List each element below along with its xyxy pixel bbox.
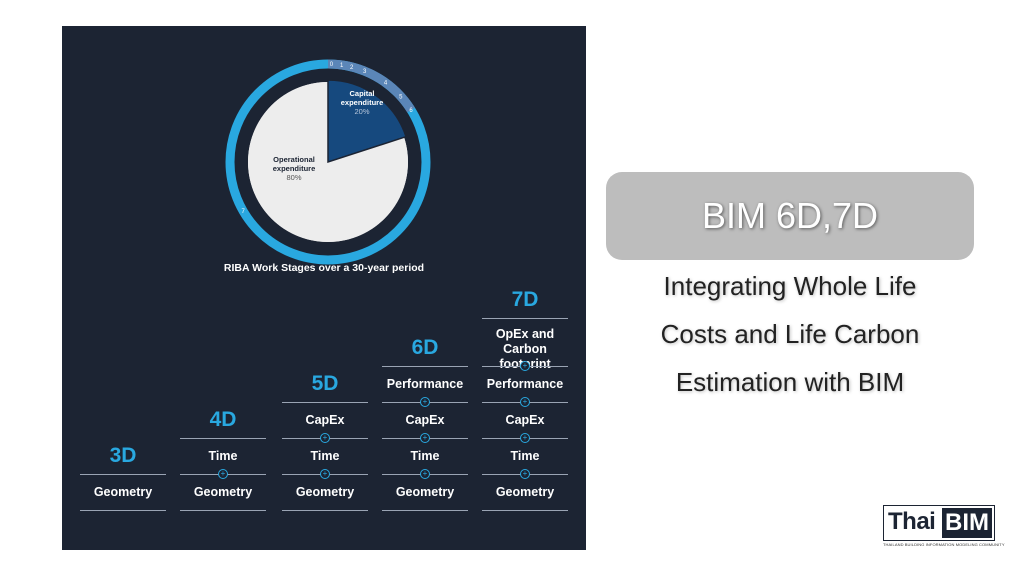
column-rule	[180, 438, 266, 439]
slide-subtitle: Integrating Whole Life Costs and Life Ca…	[606, 262, 974, 406]
plus-icon: +	[320, 469, 330, 479]
riba-stage-label: 4	[384, 81, 388, 87]
column-item: Time	[310, 448, 340, 463]
logo-tagline: THAILAND BUILDING INFORMATION MODELING C…	[883, 542, 1005, 547]
column-item: Time	[510, 448, 540, 463]
dimension-column-4d: 4D Time + Geometry	[180, 26, 266, 550]
capex-value: 20%	[354, 107, 369, 116]
plus-icon: +	[520, 361, 530, 371]
dimension-column-3d: 3D Geometry	[80, 26, 166, 550]
plus-icon: +	[420, 469, 430, 479]
plus-icon: +	[420, 397, 430, 407]
opex-label: expenditure	[273, 164, 316, 173]
dimension-column-6d: 6D Performance + CapEx + Time + Geometry	[382, 26, 468, 550]
logo-thai-text: Thai	[888, 508, 936, 535]
subtitle-line-2: Costs and Life Carbon	[660, 319, 920, 349]
dimension-column-5d: 5D CapEx + Time + Geometry	[282, 26, 368, 550]
column-item: Geometry	[295, 484, 355, 499]
riba-caption: RIBA Work Stages over a 30-year period	[223, 262, 425, 274]
column-item: CapEx	[405, 412, 445, 427]
logo-box: Thai BIM	[883, 505, 995, 541]
slide-title: BIM 6D,7D	[701, 195, 879, 236]
dimension-label: 6D	[411, 336, 439, 359]
riba-stage-label: 5	[399, 94, 403, 100]
column-rule	[80, 474, 166, 475]
logo-bim-text: BIM	[942, 508, 992, 538]
column-rule	[282, 402, 368, 403]
column-item: CapEx	[505, 412, 545, 427]
dimension-label: 5D	[311, 372, 339, 395]
plus-icon: +	[520, 469, 530, 479]
column-item: Performance	[386, 376, 464, 391]
riba-stage-label: 7	[241, 209, 245, 215]
dimension-label: 7D	[511, 288, 539, 311]
riba-stage-label: 2	[350, 65, 354, 71]
column-item: Time	[208, 448, 238, 463]
subtitle-line-3: Estimation with BIM	[675, 367, 905, 397]
column-rule	[482, 510, 568, 511]
column-rule	[382, 366, 468, 367]
riba-stage-label: 1	[340, 63, 344, 69]
column-rule	[282, 510, 368, 511]
riba-stage-label: 6	[409, 108, 413, 114]
dimension-label: 4D	[209, 408, 237, 431]
opex-value: 80%	[286, 173, 301, 182]
dimension-label: 3D	[109, 444, 137, 467]
subtitle-line-1: Integrating Whole Life	[663, 271, 917, 301]
capex-slice	[327, 79, 407, 164]
column-item: CapEx	[305, 412, 345, 427]
riba-stage-label: 0	[330, 62, 334, 68]
column-rule	[180, 510, 266, 511]
column-rule	[80, 510, 166, 511]
column-item: Geometry	[395, 484, 455, 499]
plus-icon: +	[320, 433, 330, 443]
column-item: Geometry	[193, 484, 253, 499]
thai-bim-logo: Thai BIM THAILAND BUILDING INFORMATION M…	[883, 505, 1005, 553]
column-rule	[482, 318, 568, 319]
opex-label: Operational	[273, 155, 315, 164]
plus-icon: +	[520, 433, 530, 443]
title-box: BIM 6D,7D	[606, 172, 974, 260]
column-item: Geometry	[93, 484, 153, 499]
column-item: Performance	[486, 376, 564, 391]
column-item: Time	[410, 448, 440, 463]
column-item: Geometry	[495, 484, 555, 499]
plus-icon: +	[218, 469, 228, 479]
column-rule	[382, 510, 468, 511]
riba-stage-label: 3	[363, 69, 367, 75]
plus-icon: +	[520, 397, 530, 407]
capex-label: expenditure	[341, 98, 384, 107]
plus-icon: +	[420, 433, 430, 443]
riba-ring-design-stages	[327, 59, 415, 113]
capex-label: Capital	[349, 89, 374, 98]
